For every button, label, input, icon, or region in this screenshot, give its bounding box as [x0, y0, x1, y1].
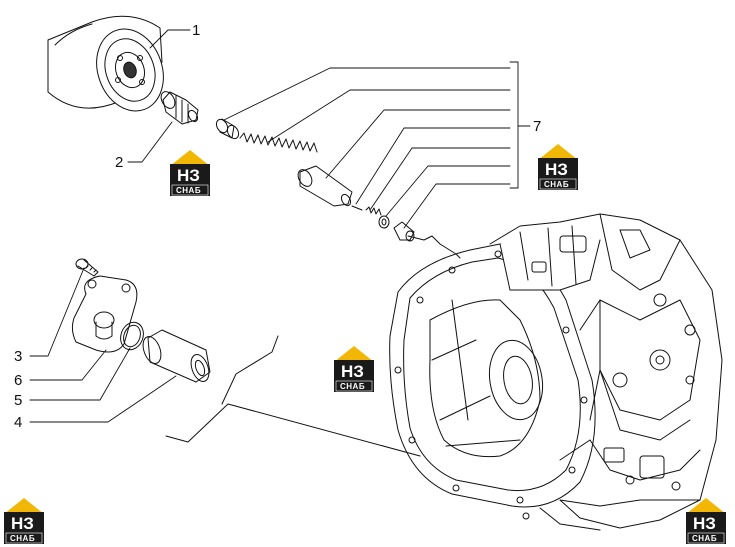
callout-4: 4	[14, 414, 22, 431]
svg-text:СНАБ: СНАБ	[176, 186, 201, 195]
svg-text:НЗ: НЗ	[693, 514, 716, 533]
svg-text:СНАБ: СНАБ	[692, 534, 717, 543]
callout-labels: 1 2 7 3 6 5 4	[14, 22, 541, 431]
oil-filter-part	[47, 15, 164, 112]
callout-7: 7	[533, 118, 541, 135]
watermark-logo: НЗ СНАБ	[169, 149, 211, 197]
leader-lines	[29, 29, 531, 423]
watermark-logo: НЗ СНАБ	[685, 497, 727, 545]
svg-text:СНАБ: СНАБ	[10, 534, 35, 543]
callout-1: 1	[192, 22, 200, 39]
svg-text:СНАБ: СНАБ	[340, 382, 365, 391]
svg-text:НЗ: НЗ	[545, 160, 568, 179]
watermark-logo: НЗ СНАБ	[537, 143, 579, 191]
svg-text:НЗ: НЗ	[341, 362, 364, 381]
callout-5: 5	[14, 392, 22, 409]
svg-text:СНАБ: СНАБ	[544, 180, 569, 189]
section-break-marks	[165, 235, 461, 457]
cover-plate-part	[71, 275, 138, 353]
callout-3: 3	[14, 348, 22, 365]
svg-text:НЗ: НЗ	[11, 514, 34, 533]
o-ring-part	[120, 321, 144, 351]
filter-insert-part	[142, 329, 211, 383]
callout-2: 2	[115, 154, 123, 171]
watermark-logo: НЗ СНАБ	[333, 345, 375, 393]
transmission-housing	[389, 213, 723, 531]
watermark-logo: НЗ СНАБ	[3, 497, 45, 545]
valve-assembly-part	[215, 118, 415, 242]
bolt-part	[75, 258, 99, 277]
adapter-fitting-part	[160, 91, 199, 125]
callout-6: 6	[14, 372, 22, 389]
svg-text:НЗ: НЗ	[177, 166, 200, 185]
